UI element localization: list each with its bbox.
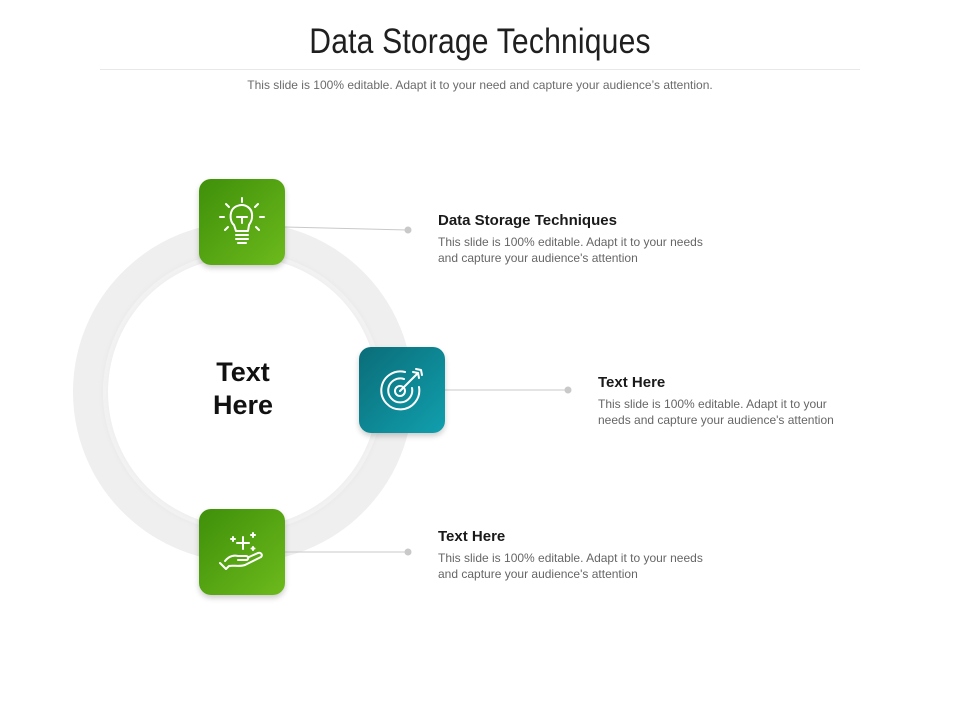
connector-dot-3: [404, 548, 412, 556]
item-heading: Text Here: [598, 374, 666, 391]
inner-circle: [108, 257, 378, 527]
tile-2: [359, 347, 445, 433]
center-label-line2: Here: [212, 390, 274, 420]
center-label-line1: Text: [216, 357, 270, 387]
target-icon: [380, 368, 423, 411]
center-label: Text Here: [168, 356, 318, 422]
item-heading: Data Storage Techniques: [438, 212, 617, 229]
page-title: Data Storage Techniques: [309, 22, 651, 61]
item-body: This slide is 100% editable. Adapt it to…: [438, 234, 703, 266]
item-body-line: needs and capture your audience's attent…: [598, 413, 834, 427]
connector-line-1: [284, 226, 409, 231]
list-item: Text Here This slide is 100% editable. A…: [438, 528, 703, 582]
item-body-line: and capture your audience's attention: [438, 567, 638, 581]
tile-1: [199, 179, 285, 265]
item-heading: Text Here: [438, 528, 506, 545]
lightbulb-icon: [219, 197, 265, 244]
connector-dot-2: [564, 386, 572, 394]
item-body-line: This slide is 100% editable. Adapt it to…: [438, 235, 703, 249]
item-body-line: This slide is 100% editable. Adapt it to…: [438, 551, 703, 565]
connector-dot-1: [404, 226, 412, 234]
title-divider: [100, 69, 860, 70]
hand-sparkle-icon: [219, 532, 263, 570]
tile-3: [199, 509, 285, 595]
item-body-line: This slide is 100% editable. Adapt it to…: [598, 397, 827, 411]
list-item: Data Storage Techniques This slide is 10…: [438, 212, 703, 266]
list-item: Text Here This slide is 100% editable. A…: [598, 374, 834, 428]
page-subtitle: This slide is 100% editable. Adapt it to…: [247, 78, 713, 92]
item-body-line: and capture your audience's attention: [438, 251, 638, 265]
item-body: This slide is 100% editable. Adapt it to…: [598, 396, 834, 428]
item-body: This slide is 100% editable. Adapt it to…: [438, 550, 703, 582]
